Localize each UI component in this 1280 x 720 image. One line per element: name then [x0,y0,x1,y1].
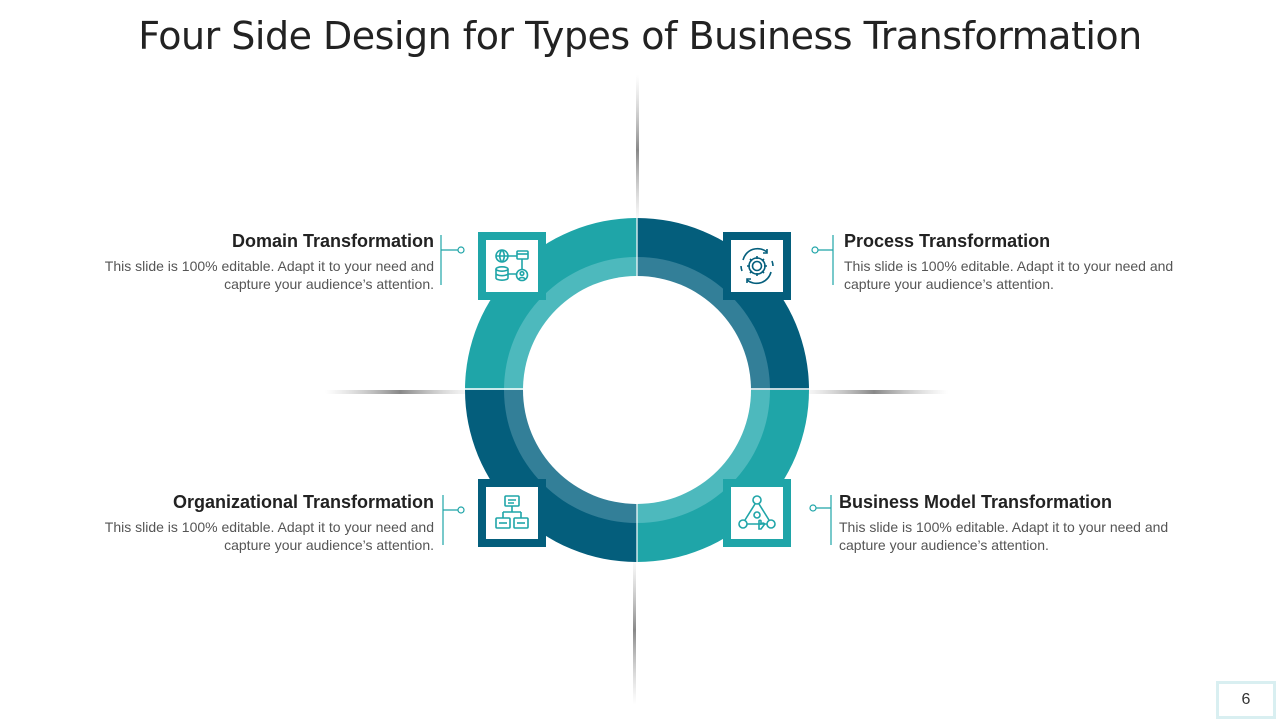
connector-top-left [440,235,458,285]
quadrant-body: This slide is 100% editable. Adapt it to… [844,258,1174,292]
horizontal-divider-right [800,390,948,394]
quadrant-text-bottom-right: Business Model Transformation This slide… [839,492,1189,554]
quadrant-heading: Organizational Transformation [172,492,434,512]
database-network-icon [495,249,529,282]
quadrant-text-bottom-left: Organizational Transformation This slide… [84,492,434,554]
icon-box-bottom-right [723,479,791,547]
ring-center [523,276,751,504]
quadrant-text-top-left: Domain Transformation This slide is 100%… [84,231,434,293]
quadrant-heading: Domain Transformation [231,231,434,251]
icon-box-bottom-left [478,479,546,547]
quadrant-body: This slide is 100% editable. Adapt it to… [839,519,1169,553]
connector-bottom-right [816,495,832,545]
quadrant-heading: Business Model Transformation [839,492,1113,512]
page-number: 6 [1216,681,1276,719]
quadrant-body: This slide is 100% editable. Adapt it to… [104,519,434,553]
icon-box-top-left [478,232,546,300]
page-title: Four Side Design for Types of Business T… [138,14,1142,58]
vertical-divider-bottom [633,555,636,705]
network-hand-icon [738,495,776,530]
horizontal-divider-left [325,390,475,394]
gear-cycle-icon [740,247,774,285]
quadrant-heading: Process Transformation [844,231,1051,251]
icon-box-top-right [723,232,791,300]
quadrant-body: This slide is 100% editable. Adapt it to… [104,258,434,292]
vertical-divider-top [636,75,639,225]
connector-bottom-left [442,495,458,545]
quadrant-text-top-right: Process Transformation This slide is 100… [844,231,1194,293]
connector-top-right [818,235,834,285]
org-chart-icon [495,495,529,529]
